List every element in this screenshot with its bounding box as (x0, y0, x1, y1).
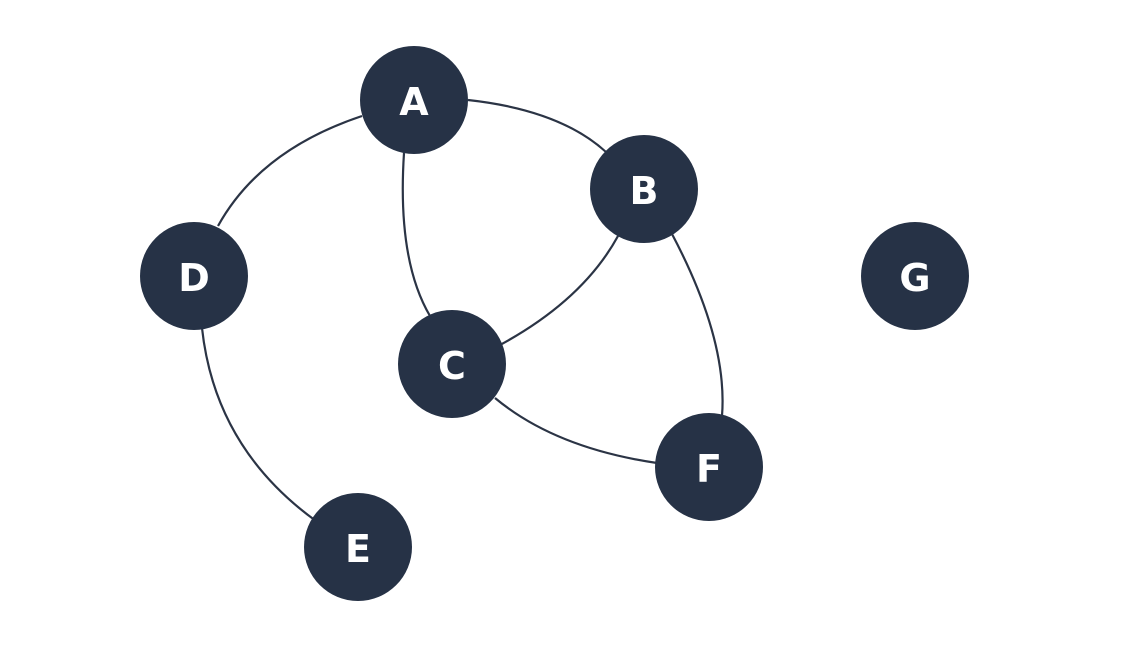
node-g: G (861, 222, 969, 330)
node-c: C (398, 310, 506, 418)
edge-b-f (671, 233, 724, 417)
node-e-label: E (345, 527, 371, 571)
node-b: B (590, 135, 698, 243)
edge-a-b (467, 98, 607, 153)
nodes-layer: A B C D E F G (140, 46, 969, 601)
edge-d-e (200, 327, 317, 522)
node-f-label: F (696, 447, 722, 491)
edges-layer (200, 98, 724, 522)
edge-a-d (217, 114, 363, 227)
node-e: E (304, 493, 412, 601)
edge-c-f (494, 397, 658, 465)
node-b-label: B (630, 169, 659, 213)
edge-b-c (499, 235, 619, 346)
node-a-label: A (399, 80, 429, 124)
node-a: A (360, 46, 468, 154)
node-d: D (140, 222, 248, 330)
node-g-label: G (899, 256, 930, 300)
edge-a-c (401, 152, 431, 317)
node-d-label: D (178, 256, 210, 300)
node-c-label: C (438, 344, 466, 388)
node-f: F (655, 413, 763, 521)
